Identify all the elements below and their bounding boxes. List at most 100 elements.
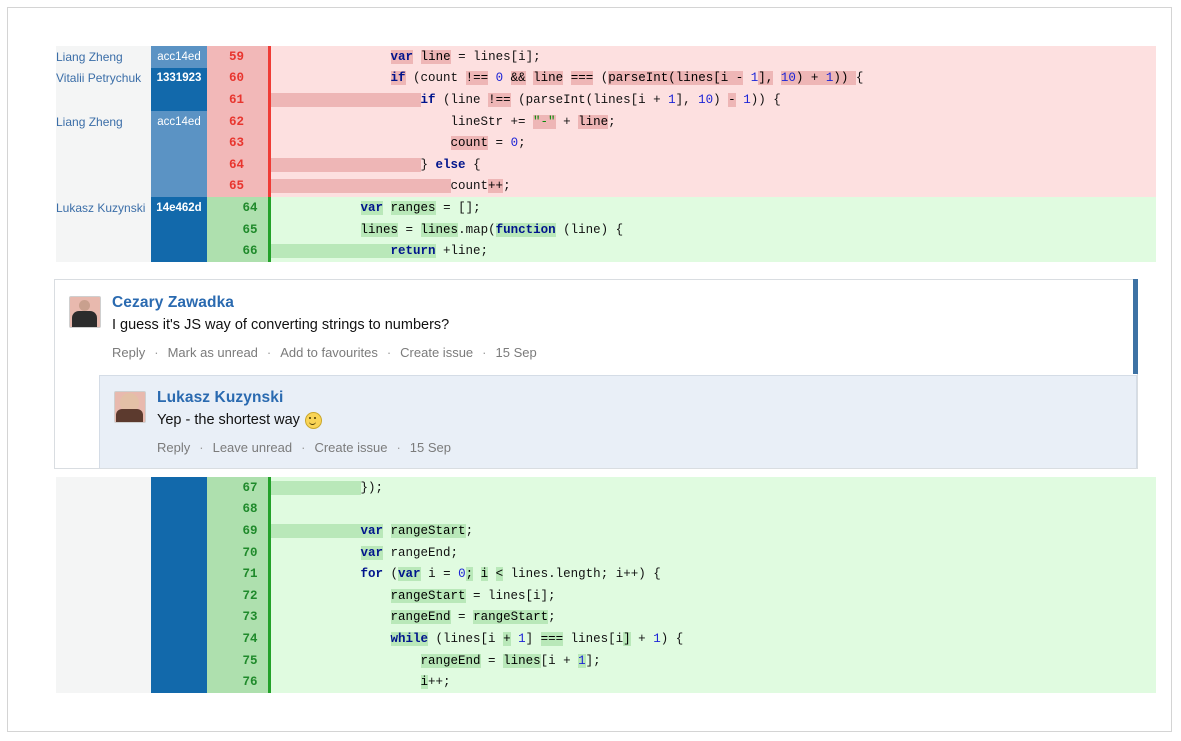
code-line[interactable]: lineStr += "-" + line; [267,110,1156,133]
blame-author[interactable] [56,671,151,693]
code-line[interactable]: for (var i = 0; i < lines.length; i++) { [267,563,1156,585]
blame-commit-hash[interactable]: acc14ed [151,46,207,68]
code-line[interactable]: var rangeEnd; [267,541,1156,564]
table-row[interactable]: Liang Zheng acc14ed 62 lineStr += "-" + … [56,110,1156,133]
code-line[interactable]: while (lines[i + 1] === lines[i] + 1) { [267,628,1156,650]
code-line[interactable]: rangeEnd = rangeStart; [267,606,1156,629]
blame-author[interactable] [56,498,151,521]
code-line[interactable]: i++; [267,671,1156,693]
blame-author[interactable] [56,89,151,111]
blame-author[interactable] [56,649,151,672]
blame-commit-hash[interactable] [151,520,207,542]
table-row[interactable]: 66 return +line; [56,240,1156,262]
create-issue-link[interactable]: Create issue [314,440,388,455]
blame-author[interactable] [56,477,151,499]
blame-commit-hash[interactable]: acc14ed [151,110,207,133]
table-row[interactable]: 71 for (var i = 0; i < lines.length; i++… [56,563,1156,585]
blame-commit-hash[interactable] [151,89,207,111]
table-row[interactable]: 74 while (lines[i + 1] === lines[i] + 1)… [56,628,1156,650]
line-number: 69 [207,520,269,542]
blame-author[interactable]: Liang Zheng [56,110,151,133]
blame-commit-hash[interactable] [151,628,207,650]
table-row[interactable]: 72 rangeStart = lines[i]; [56,584,1156,607]
code-line[interactable]: var rangeStart; [267,520,1156,542]
blame-commit-hash[interactable] [151,541,207,564]
blame-commit-hash[interactable] [151,606,207,629]
mark-as-unread-link[interactable]: Mark as unread [167,345,258,360]
table-row[interactable]: Lukasz Kuzynski 14e462d 64 var ranges = … [56,197,1156,219]
blame-commit-hash[interactable] [151,671,207,693]
line-number: 59 [207,46,269,68]
code-line[interactable]: } else { [267,153,1156,176]
comment-body: Lukasz Kuzynski Yep - the shortest way R… [157,389,1136,456]
blame-author[interactable] [56,153,151,176]
code-line[interactable]: rangeEnd = lines[i + 1]; [267,649,1156,672]
table-row[interactable]: 70 var rangeEnd; [56,541,1156,564]
blame-commit-hash[interactable] [151,240,207,262]
code-line[interactable]: var line = lines[i]; [267,46,1156,68]
blame-author[interactable] [56,606,151,629]
code-line[interactable]: }); [267,477,1156,499]
blame-commit-hash[interactable] [151,218,207,241]
table-row[interactable]: Liang Zheng acc14ed 59 var line = lines[… [56,46,1156,68]
code-line[interactable]: rangeStart = lines[i]; [267,584,1156,607]
add-to-favourites-link[interactable]: Add to favourites [280,345,378,360]
blame-commit-hash[interactable] [151,563,207,585]
comment-author[interactable]: Lukasz Kuzynski [157,389,284,406]
table-row[interactable]: 61 if (line !== (parseInt(lines[i + 1], … [56,89,1156,111]
table-row[interactable]: 64 } else { [56,153,1156,176]
code-line[interactable]: return +line; [267,240,1156,262]
action-separator: · [301,440,306,455]
create-issue-link[interactable]: Create issue [400,345,474,360]
blame-commit-hash[interactable]: 14e462d [151,197,207,219]
blame-author[interactable]: Lukasz Kuzynski [56,197,151,219]
blame-author[interactable] [56,520,151,542]
code-line[interactable]: lines = lines.map(function (line) { [267,218,1156,241]
blame-author[interactable]: Liang Zheng [56,46,151,68]
line-number: 73 [207,606,269,629]
code-line[interactable]: if (line !== (parseInt(lines[i + 1], 10)… [267,89,1156,111]
leave-unread-link[interactable]: Leave unread [212,440,293,455]
table-row[interactable]: 65 lines = lines.map(function (line) { [56,218,1156,241]
code-line[interactable]: if (count !== 0 && line === (parseInt(li… [267,67,1156,90]
blame-author[interactable] [56,175,151,198]
comment-author[interactable]: Cezary Zawadka [112,294,235,311]
reply-link[interactable]: Reply [112,345,146,360]
blame-author[interactable] [56,240,151,262]
blame-author[interactable] [56,541,151,564]
diff-bottom-body: 67 }); 68 69 var rangeStart; [56,477,1156,693]
table-row[interactable]: 73 rangeEnd = rangeStart; [56,606,1156,629]
blame-commit-hash[interactable] [151,584,207,607]
blame-commit-hash[interactable] [151,498,207,521]
code-line[interactable]: count++; [267,175,1156,198]
blame-author[interactable] [56,218,151,241]
avatar[interactable] [114,391,146,423]
table-row[interactable]: 68 [56,498,1156,521]
table-row[interactable]: 75 rangeEnd = lines[i + 1]; [56,649,1156,672]
blame-author[interactable] [56,132,151,154]
blame-author[interactable]: Vitalii Petrychuk [56,67,151,90]
table-row[interactable]: 76 i++; [56,671,1156,693]
blame-commit-hash[interactable] [151,132,207,154]
blame-author[interactable] [56,584,151,607]
table-row[interactable]: Vitalii Petrychuk 1331923 60 if (count !… [56,67,1156,90]
table-row[interactable]: 69 var rangeStart; [56,520,1156,542]
blame-author[interactable] [56,563,151,585]
line-number: 67 [207,477,269,499]
avatar[interactable] [69,296,101,328]
table-row[interactable]: 63 count = 0; [56,132,1156,154]
table-row[interactable]: 67 }); [56,477,1156,499]
action-separator: · [396,440,401,455]
blame-author[interactable] [56,628,151,650]
code-line[interactable] [267,498,1156,521]
blame-commit-hash[interactable]: 1331923 [151,67,207,90]
code-line[interactable]: var ranges = []; [267,197,1156,219]
blame-commit-hash[interactable] [151,477,207,499]
code-line[interactable]: count = 0; [267,132,1156,154]
blame-commit-hash[interactable] [151,153,207,176]
comment-reply: Lukasz Kuzynski Yep - the shortest way R… [99,375,1137,468]
table-row[interactable]: 65 count++; [56,175,1156,198]
blame-commit-hash[interactable] [151,649,207,672]
reply-link[interactable]: Reply [157,440,191,455]
blame-commit-hash[interactable] [151,175,207,198]
